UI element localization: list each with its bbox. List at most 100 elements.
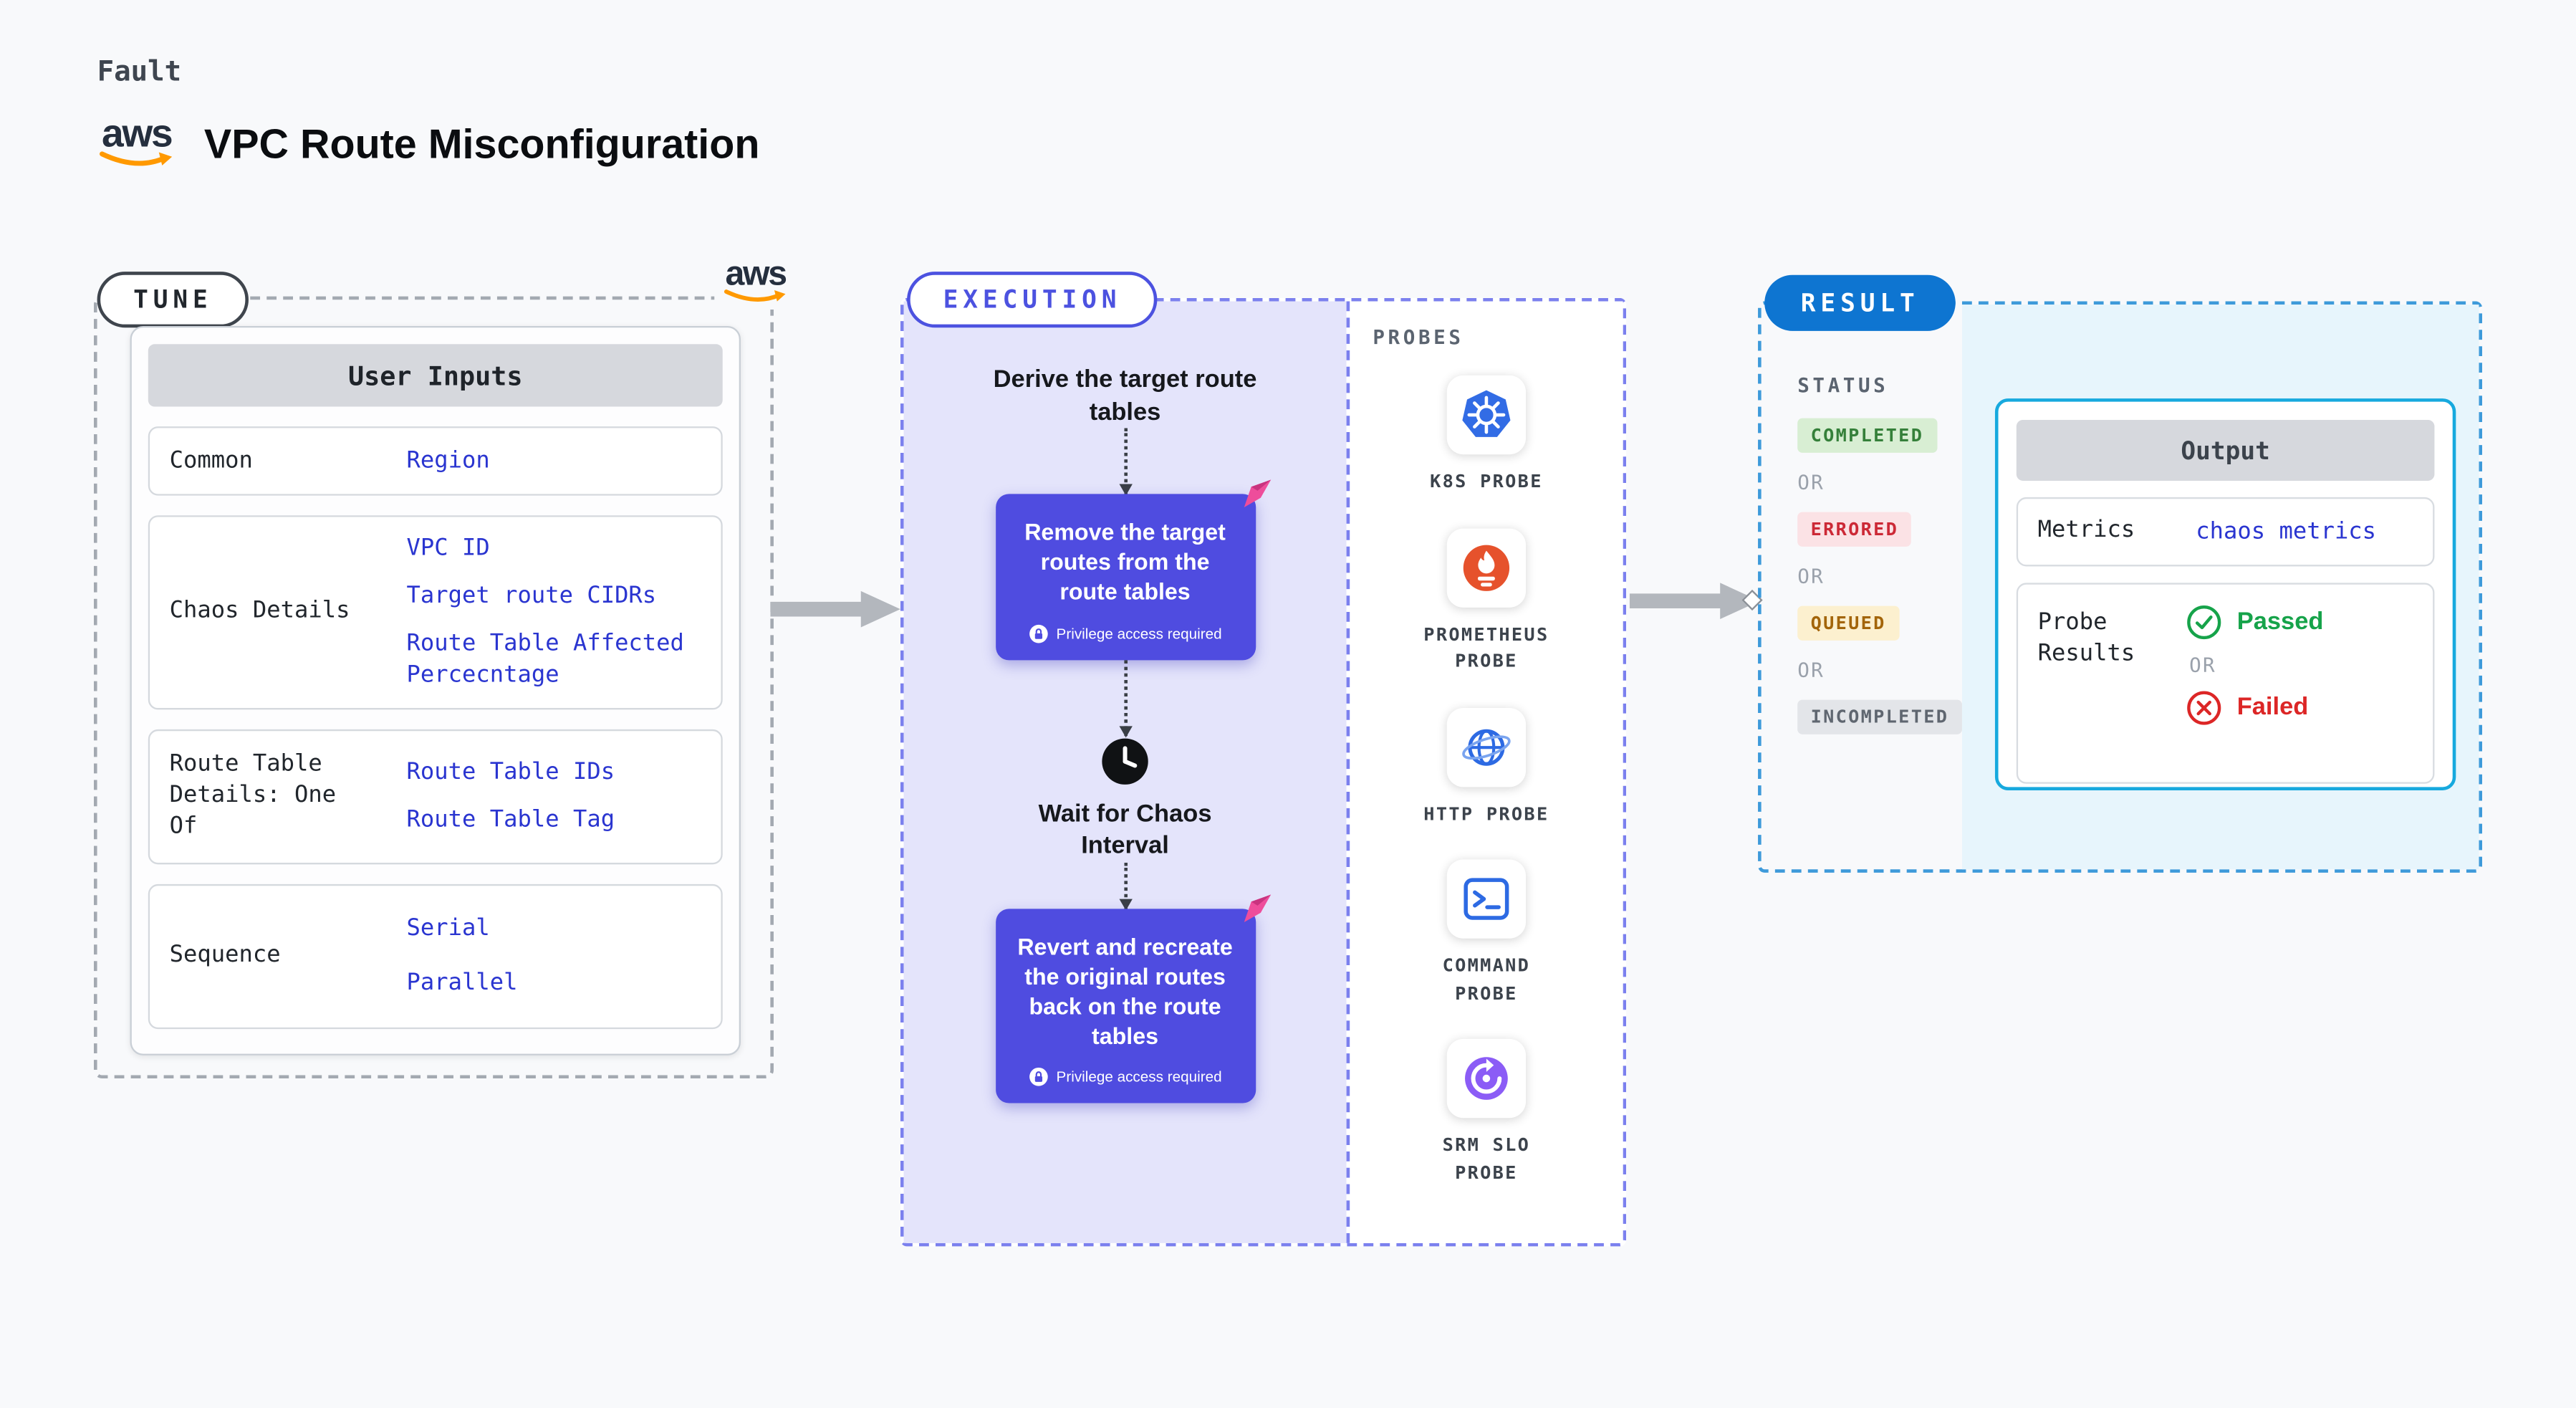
aws-swoosh-icon [724, 289, 786, 302]
input-label: Chaos Details [169, 598, 350, 625]
metrics-value-link[interactable]: chaos metrics [2196, 518, 2377, 545]
probes-title: PROBES [1373, 325, 1464, 350]
flow-connector-arrow [1118, 862, 1132, 910]
tune-section: TUNE aws User Inputs Common Region Chaos… [93, 257, 797, 1079]
probe-results-label: Probe Results [2037, 608, 2135, 668]
result-section: RESULT STATUS COMPLETED OR ERRORED OR QU… [1758, 274, 2483, 873]
user-inputs-header: User Inputs [148, 344, 723, 407]
title-row: aws VPC Route Misconfiguration [95, 112, 760, 171]
action-label: Revert and recreate the original routes … [1017, 932, 1233, 1049]
output-header: Output [2016, 419, 2435, 481]
probe-item-command: COMMAND PROBE [1416, 859, 1557, 1007]
action-revert-routes: Revert and recreate the original routes … [995, 894, 1271, 1104]
flag-icon [1243, 479, 1271, 508]
probe-card [1446, 859, 1527, 939]
result-badge: RESULT [1764, 274, 1956, 331]
status-badge-completed: COMPLETED [1797, 418, 1937, 453]
globe-icon [1462, 728, 1511, 765]
or-label: OR [1797, 658, 1825, 682]
failed-line: Failed [2186, 689, 2323, 726]
input-row-sequence: Sequence Serial Parallel [148, 883, 723, 1029]
probe-results-row: Probe Results Passed OR [2016, 582, 2435, 783]
lock-icon [1029, 1068, 1048, 1087]
aws-logo-text: aws [725, 255, 788, 294]
probe-item-prometheus: PROMETHEUS PROBE [1416, 527, 1557, 676]
status-badge-incompleted: INCOMPLETED [1797, 699, 1962, 734]
flow-connector-arrow [1118, 659, 1132, 737]
probe-card [1446, 707, 1527, 787]
clock-icon [1102, 737, 1148, 784]
tune-badge: TUNE [97, 272, 249, 328]
privilege-badge-label: Privilege access required [1056, 1068, 1222, 1086]
input-value-link[interactable]: Parallel [406, 969, 518, 996]
input-value-link[interactable]: Serial [406, 914, 490, 942]
failed-label: Failed [2236, 693, 2309, 722]
probe-card [1446, 527, 1527, 607]
prometheus-icon [1463, 544, 1510, 590]
or-label: OR [2189, 653, 2216, 676]
page-title: VPC Route Misconfiguration [203, 121, 760, 168]
status-badge-queued: QUEUED [1797, 605, 1900, 641]
aws-swoosh-icon [100, 152, 173, 167]
probe-label: SRM SLO PROBE [1442, 1134, 1531, 1183]
input-value-link[interactable]: Region [406, 446, 490, 474]
probe-item-k8s: K8S PROBE [1430, 375, 1543, 497]
execution-flow: Derive the target route tables Remove th… [903, 301, 1347, 1243]
flow-connector-arrow [1118, 428, 1132, 496]
input-row-chaos-details: Chaos Details VPC ID Target route CIDRs … [148, 515, 723, 709]
arrow-tune-to-execution [770, 590, 900, 628]
execution-section: EXECUTION Derive the target route tables… [900, 272, 1627, 1247]
x-circle-icon [2187, 690, 2221, 724]
probe-label: K8S PROBE [1430, 471, 1543, 493]
passed-line: Passed [2186, 603, 2323, 640]
input-label: Sequence [169, 942, 281, 969]
terminal-icon [1464, 878, 1509, 920]
kubernetes-icon [1462, 390, 1511, 437]
or-label: OR [1797, 471, 1825, 494]
input-value-link[interactable]: VPC ID [406, 535, 490, 562]
probes-panel: PROBES K8S PROBE [1346, 301, 1623, 1243]
probe-item-http: HTTP PROBE [1423, 707, 1549, 828]
aws-logo: aws [95, 112, 178, 171]
metrics-row: Metrics chaos metrics [2016, 497, 2435, 566]
or-label: OR [1797, 565, 1825, 588]
output-card: Output Metrics chaos metrics Probe Resul… [1994, 398, 2456, 790]
check-circle-icon [2187, 605, 2221, 639]
input-value-link[interactable]: Target route CIDRs [406, 583, 657, 609]
status-badge-errored: ERRORED [1797, 512, 1912, 547]
privilege-badge: Privilege access required [1011, 623, 1239, 643]
action-remove-routes: Remove the target routes from the route … [995, 479, 1271, 660]
step-wait-interval: Wait for Chaos Interval [1038, 799, 1212, 860]
execution-badge: EXECUTION [907, 272, 1158, 328]
input-value-link[interactable]: Route Table Affected Percecntage [406, 630, 684, 688]
gauge-icon [1465, 1057, 1508, 1100]
status-title: STATUS [1797, 373, 1889, 397]
input-label: Route Table Details: One Of [169, 751, 337, 840]
flag-icon [1243, 894, 1271, 922]
probe-results-values: Passed OR Failed [2163, 600, 2323, 726]
action-label: Remove the target routes from the route … [1024, 518, 1226, 605]
aws-logo-text: aws [102, 112, 173, 157]
arrow-execution-to-result [1629, 583, 1760, 619]
tune-aws-logo: aws [714, 255, 797, 310]
passed-label: Passed [2236, 608, 2324, 636]
status-column: STATUS COMPLETED OR ERRORED OR QUEUED OR… [1762, 305, 1962, 734]
input-row-common: Common Region [148, 426, 723, 496]
step-derive-routes: Derive the target route tables [993, 365, 1257, 426]
privilege-badge: Privilege access required [1011, 1068, 1239, 1088]
user-inputs-card: User Inputs Common Region Chaos Details … [130, 325, 741, 1055]
probe-label: PROMETHEUS PROBE [1423, 623, 1549, 672]
lock-icon [1029, 623, 1048, 643]
metrics-label: Metrics [2037, 517, 2135, 544]
probe-label: COMMAND PROBE [1442, 954, 1531, 1004]
input-row-route-table-details: Route Table Details: One Of Route Table … [148, 728, 723, 864]
fault-kicker: Fault [97, 56, 182, 90]
input-label: Common [169, 446, 253, 474]
probe-item-srm-slo: SRM SLO PROBE [1416, 1038, 1557, 1187]
input-value-link[interactable]: Route Table Tag [406, 805, 615, 833]
privilege-badge-label: Privilege access required [1056, 625, 1222, 642]
input-value-link[interactable]: Route Table IDs [406, 758, 615, 785]
probe-label: HTTP PROBE [1423, 803, 1549, 825]
probe-card [1446, 1038, 1527, 1119]
